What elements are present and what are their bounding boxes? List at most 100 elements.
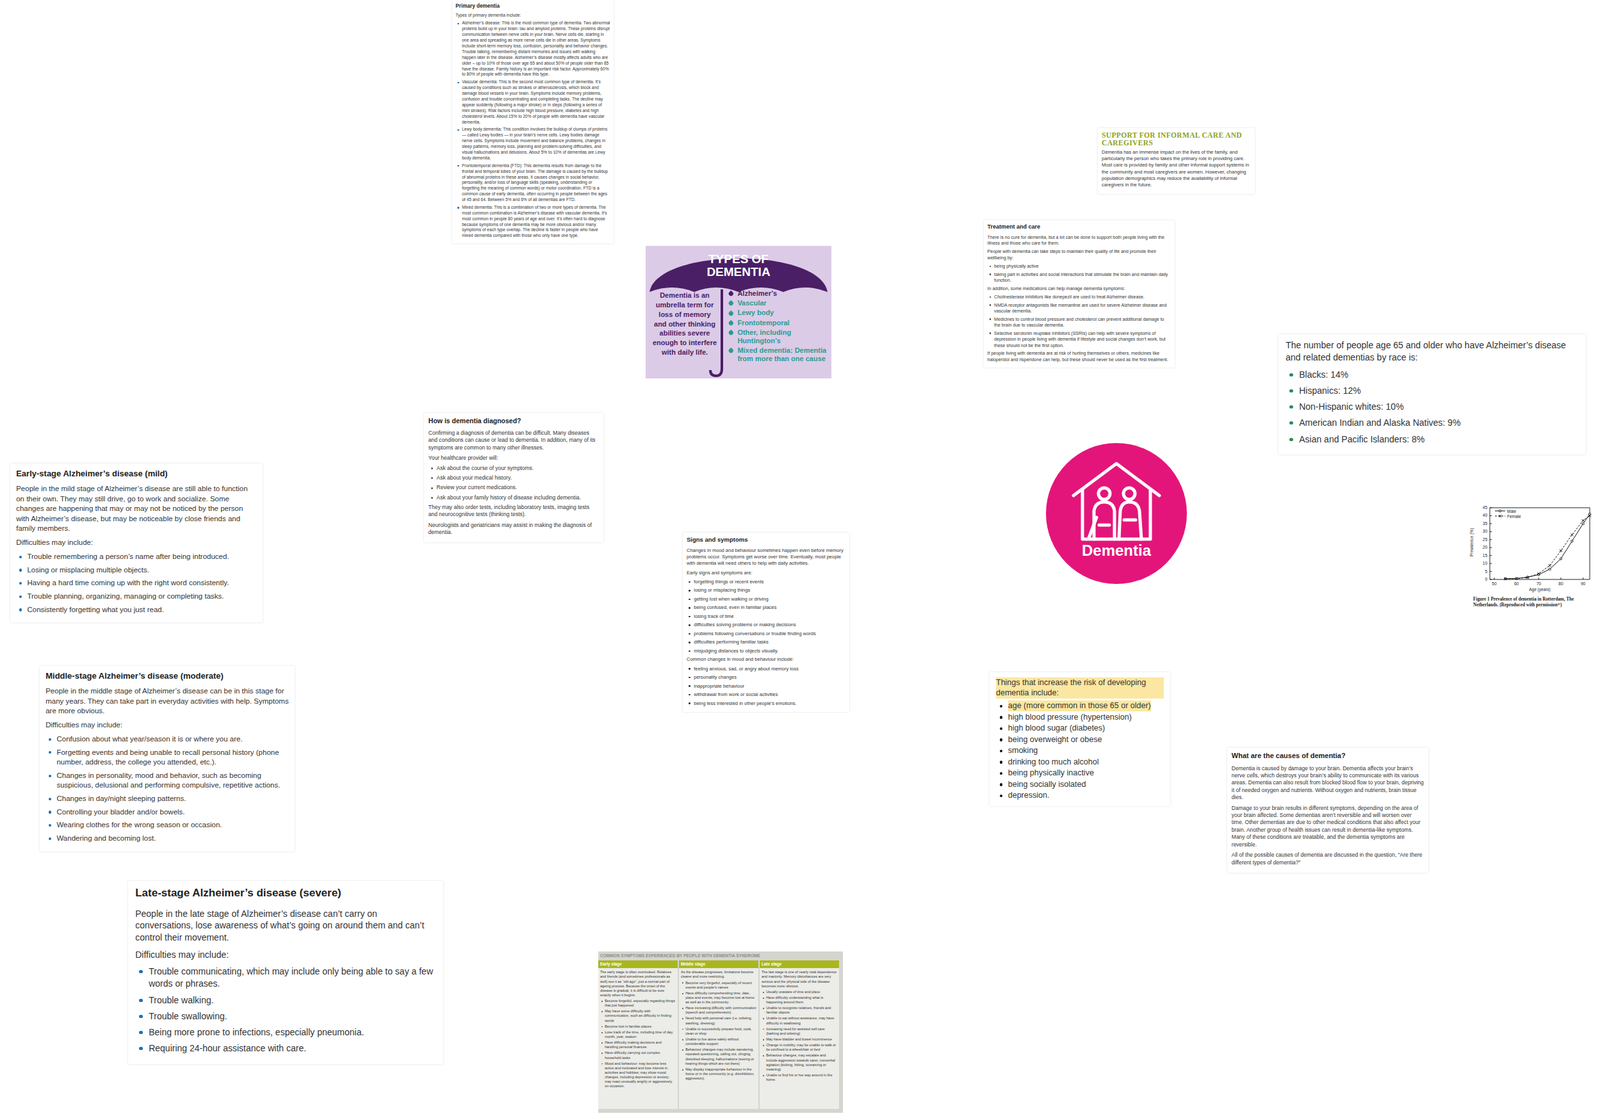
bullet-item: May display inappropriate behaviour in t… (680, 1067, 757, 1082)
body-text: Dementia has an immense impact on the li… (1101, 149, 1251, 189)
bullet-item: withdrawal from work or social activitie… (686, 691, 846, 699)
body-text: Difficulties may include: (135, 949, 437, 962)
body-text: People in the mild stage of Alzheimer’s … (16, 484, 257, 535)
bullet-item: Behaviour changes may include wandering,… (680, 1047, 757, 1067)
bullet-item: May have bladder and bowel incontinence (761, 1037, 838, 1043)
bullet-item: being less interested in other people’s … (686, 700, 846, 708)
bullet-item: being socially isolated (995, 779, 1164, 791)
bullet-item: Controlling your bladder and/or bowels. (45, 807, 289, 818)
bullet-item: Being more prone to infections, especial… (135, 1026, 437, 1039)
bullet-item: Medicines to control blood pressure and … (987, 316, 1172, 329)
bullet-item: Unable to live alone safely without cons… (680, 1037, 757, 1047)
data-table: COMMON SYMPTOMS EXPERIENCED BY PEOPLE WI… (598, 951, 843, 1114)
bullet-item: drinking too much alcohol (995, 757, 1164, 768)
article-card: How is dementia diagnosed?Confirming a d… (424, 413, 604, 543)
bullet-item: difficulties solving problems or making … (686, 621, 846, 629)
article-card: What are the causes of dementia? Dementia… (1227, 748, 1429, 874)
bullet-item: difficulties performing familiar tasks (686, 639, 846, 646)
axis-title: Prevalence (%) (1469, 523, 1475, 562)
bullet-item: Forgetting events and being unable to re… (45, 748, 289, 768)
tick-label: 10 (1471, 561, 1488, 567)
bullet-item: Frontotemporal dementia (FTD): This deme… (455, 163, 610, 204)
bullet-item: Behaviour changes, may escalate and incl… (761, 1053, 838, 1073)
bullet-item: Ask about your medical history. (428, 474, 599, 482)
article-card: Late-stage Alzheimer’s disease (severe)P… (128, 881, 444, 1065)
prevalence-chart (1489, 507, 1592, 581)
legend-text: Female (1507, 514, 1522, 519)
article-card: Things that increase the risk of develop… (989, 672, 1171, 807)
bullet-item: misjudging distances to objects visually… (686, 648, 846, 655)
section-heading: Late-stage Alzheimer’s disease (severe) (135, 886, 437, 902)
bullet-item: Unable to find his or her way around in … (761, 1073, 838, 1083)
tick-label: 30 (1471, 529, 1488, 535)
bullet-item: Have difficulty understanding what is ha… (761, 995, 838, 1005)
infographic-text: Dementia is an umbrella term for loss of… (645, 289, 722, 366)
tick-label: 15 (1471, 553, 1488, 559)
body-text: Early signs and symptoms are: (686, 570, 846, 577)
body-text: Common changes in mood and behaviour inc… (686, 656, 846, 663)
bullet-item: Consistently forgetting what you just re… (16, 605, 257, 616)
highlighted-text: Things that increase the risk of develop… (995, 677, 1164, 700)
body-text: Dementia is caused by damage to your bra… (1231, 765, 1424, 802)
bullet-item: Trouble walking. (135, 994, 437, 1007)
chart-legend: MaleFemale (1494, 508, 1522, 519)
figure-caption: Figure 1 Prevalence of dementia in Rotte… (1473, 596, 1597, 608)
body-text: Types of primary dementia include: (455, 12, 610, 19)
table-column: Late stageThe last stage is one of nearl… (759, 960, 840, 1110)
bullet-item: Selective serotonin reuptake inhibitors … (987, 330, 1172, 349)
bullet-item: Wearing clothes for the wrong season or … (45, 820, 289, 831)
bullet-item: Lewy body dementia: This condition invol… (455, 126, 610, 161)
body-text: Your healthcare provider will: (428, 454, 599, 462)
bullet-item: Increasing need for assisted self-care (… (761, 1027, 838, 1037)
section-heading: Signs and symptoms (686, 536, 846, 545)
bullet-item: losing or misplacing things (686, 587, 846, 594)
body-text: The number of people age 65 and older wh… (1285, 339, 1579, 364)
tick-label: 70 (1532, 581, 1545, 587)
legend-text: Male (1507, 509, 1517, 514)
bullet-item: Change in mobility, may be unable to wal… (761, 1043, 838, 1053)
bullet-item: smoking (995, 745, 1164, 757)
icon-circle: Dementia (1045, 443, 1187, 585)
tick-label: 0 (1471, 577, 1488, 583)
bullet-item: Trouble remembering a person’s name afte… (16, 552, 257, 563)
bullet-item: Having a hard time coming up with the ri… (16, 578, 257, 589)
bullet-item: Have difficulty making decisions and han… (600, 1040, 676, 1050)
green-title: SUPPORT FOR INFORMAL CARE AND CAREGIVERS (1101, 131, 1251, 148)
dementia-type: Vascular (727, 299, 828, 308)
column-header: Middle stage (678, 960, 759, 969)
bullet-item: being physically inactive (995, 767, 1164, 779)
bullet-item: Have increasing difficulty with communic… (680, 1006, 757, 1016)
body-text: They may also order tests, including lab… (428, 504, 599, 519)
body-text: All of the possible causes of dementia a… (1231, 851, 1424, 867)
tick-label: 80 (1554, 581, 1568, 587)
bullet-item: being physically active (987, 263, 1172, 270)
bullet-item: Changes in personality, mood and behavio… (45, 771, 289, 792)
bullet-item: being confused, even in familiar places (686, 604, 846, 612)
bullet-item: Ask about your family history of disease… (428, 494, 599, 502)
body-text: Neurologists and geriatricians may assis… (428, 522, 599, 537)
bullet-item: Trouble swallowing. (135, 1010, 437, 1023)
dementia-type: Lewy body (727, 308, 828, 318)
bullet-item: Unable to recognize relatives, friends a… (761, 1006, 838, 1016)
bullet-item: problems following conversations or trou… (686, 630, 846, 638)
table-title: COMMON SYMPTOMS EXPERIENCED BY PEOPLE WI… (600, 953, 841, 960)
bullet-item: Usually unaware of time and place (761, 990, 838, 995)
tick-label: 25 (1471, 537, 1488, 543)
article-card: Treatment and careThere is no cure for d… (983, 220, 1175, 368)
axis-title: Age (years) (1520, 587, 1560, 593)
tick-label: 45 (1471, 505, 1488, 511)
article-card: Signs and symptomsChanges in mood and be… (682, 532, 850, 713)
body-text: Confirming a diagnosis of dementia can b… (428, 429, 599, 452)
bullet-item: Losing or misplacing multiple objects. (16, 565, 257, 576)
bullet-item: Asian and Pacific Islanders: 8% (1285, 433, 1579, 446)
bullet-item: Have difficulty comprehending time, date… (680, 991, 757, 1005)
bullet-item: Confusion about what year/season it is o… (45, 734, 289, 745)
section-heading: What are the causes of dementia? (1231, 751, 1424, 761)
bullet-item: inappropriate behaviour (686, 683, 846, 690)
tick-label: 40 (1471, 513, 1488, 519)
bullet-item: high blood pressure (hypertension) (995, 712, 1164, 724)
body-text: If people living with dementia are at ri… (987, 350, 1172, 363)
bullet-item: being overweight or obese (995, 734, 1164, 746)
section-heading: Treatment and care (987, 222, 1172, 231)
bullet-item: Become very forgetful, especially of rec… (680, 981, 757, 991)
